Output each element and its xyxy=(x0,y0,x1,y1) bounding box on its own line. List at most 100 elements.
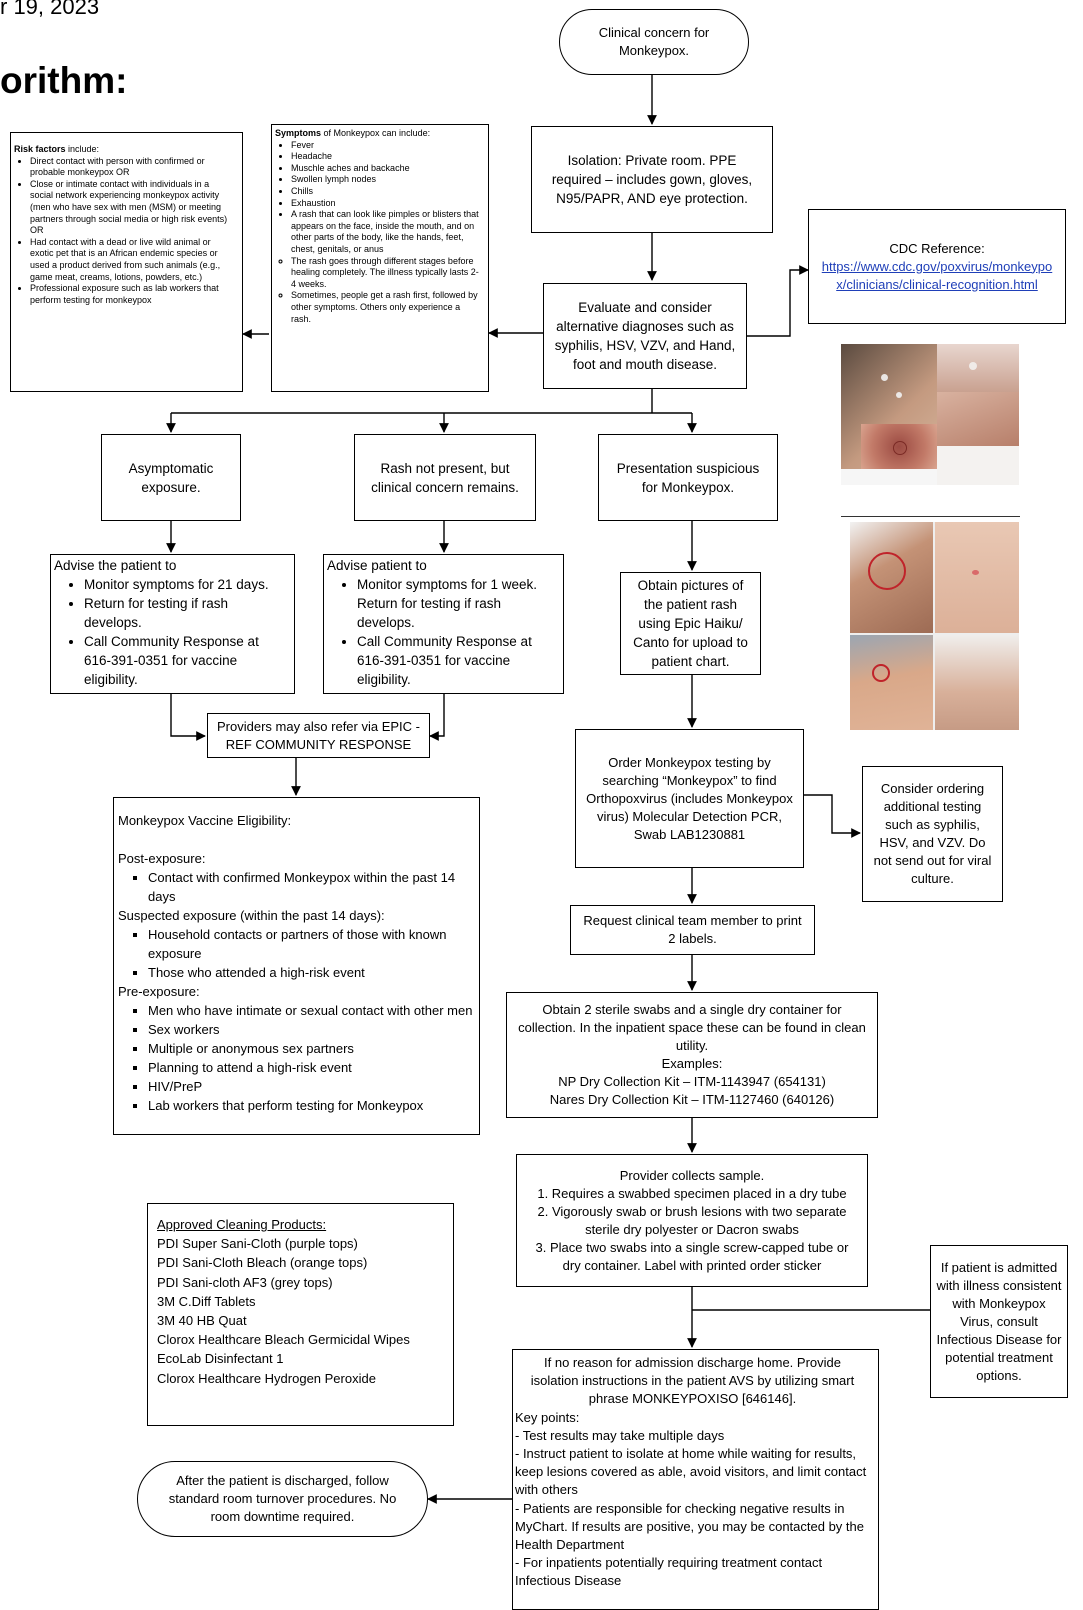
risk-factor-item: Had contact with a dead or live wild ani… xyxy=(30,237,234,283)
collect-sample-line: 3. Place two swabs into a single screw-c… xyxy=(535,1239,849,1273)
advise-asymptomatic-item: Monitor symptoms for 21 days. xyxy=(84,575,288,594)
suspicious-presentation-box: Presentation suspicious for Monkeypox. xyxy=(598,434,778,521)
advise-asymptomatic-lead: Advise the patient to xyxy=(54,558,177,573)
vaccine-criterion: Multiple or anonymous sex partners xyxy=(148,1039,473,1058)
admitted-consult-text: If patient is admitted with illness cons… xyxy=(936,1259,1062,1383)
page-title: orithm: xyxy=(0,60,128,101)
symptom-sub-item: The rash goes through different stages b… xyxy=(291,256,482,291)
start-node-clinical-concern: Clinical concern for Monkeypox. xyxy=(559,9,749,75)
room-turnover-text: After the patient is discharged, follow … xyxy=(168,1473,397,1524)
discharge-line: - Test results may take multiple days xyxy=(515,1427,725,1443)
vaccine-criterion: Those who attended a high-risk event xyxy=(148,963,473,982)
collect-sample-line: 1. Requires a swabbed specimen placed in… xyxy=(537,1185,847,1201)
obtain-pictures-text: Obtain pictures of the patient rash usin… xyxy=(633,578,748,669)
photo-divider xyxy=(841,516,1020,517)
vaccine-criterion: Lab workers that perform testing for Mon… xyxy=(148,1096,473,1115)
cleaning-product: 3M C.Diff Tablets xyxy=(157,1293,256,1309)
risk-factor-item: Direct contact with person with confirme… xyxy=(30,156,234,179)
rash-photo-collage-top xyxy=(841,344,1019,485)
collect-sample-line: 2. Vigorously swab or brush lesions with… xyxy=(537,1203,847,1237)
suspicious-presentation-text: Presentation suspicious for Monkeypox. xyxy=(616,460,760,495)
advise-no-rash-box: Advise patient to Monitor symptoms for 1… xyxy=(323,554,564,694)
admitted-consult-box: If patient is admitted with illness cons… xyxy=(930,1245,1068,1398)
discharge-line: Key points: xyxy=(515,1409,580,1425)
refer-community-response-box: Providers may also refer via EPIC - REF … xyxy=(207,713,430,758)
obtain-swabs-line: Obtain 2 sterile swabs and a single dry … xyxy=(518,1002,866,1053)
refer-community-response-text: Providers may also refer via EPIC - REF … xyxy=(216,718,420,752)
vaccine-criterion: Sex workers xyxy=(148,1020,473,1039)
vaccine-criterion: Men who have intimate or sexual contact … xyxy=(148,1001,473,1020)
collect-sample-line: Provider collects sample. xyxy=(619,1167,765,1183)
discharge-line: - For inpatients potentially requiring t… xyxy=(515,1555,823,1589)
header-date: r 19, 2023 xyxy=(0,0,100,19)
room-turnover-node: After the patient is discharged, follow … xyxy=(137,1461,428,1537)
discharge-line: - Instruct patient to isolate at home wh… xyxy=(515,1446,867,1498)
obtain-swabs-line: Examples: xyxy=(661,1056,723,1071)
symptom-item: Headache xyxy=(291,151,482,163)
cleaning-product: EcoLab Disinfectant 1 xyxy=(157,1351,284,1367)
cleaning-product: PDI Sani-Cloth Bleach (orange tops) xyxy=(157,1255,368,1271)
vaccine-criterion: Planning to attend a high-risk event xyxy=(148,1058,473,1077)
cleaning-product: Clorox Healthcare Hydrogen Peroxide xyxy=(157,1370,376,1386)
symptom-item: Fever xyxy=(291,140,482,152)
isolation-box: Isolation: Private room. PPE required – … xyxy=(531,126,773,233)
symptoms-heading-rest: of Monkeypox can include: xyxy=(321,128,431,138)
asymptomatic-exposure-box: Asymptomatic exposure. xyxy=(101,434,241,521)
symptoms-heading-bold: Symptoms xyxy=(275,128,322,138)
start-node-text: Clinical concern for Monkeypox. xyxy=(598,25,710,58)
asymptomatic-exposure-text: Asymptomatic exposure. xyxy=(128,460,214,495)
order-testing-text: Order Monkeypox testing by searching “Mo… xyxy=(586,754,793,842)
symptoms-box: Symptoms of Monkeypox can include: Fever… xyxy=(271,124,489,392)
order-testing-box: Order Monkeypox testing by searching “Mo… xyxy=(575,729,804,868)
cleaning-product: 3M 40 HB Quat xyxy=(157,1313,247,1329)
consider-additional-testing-text: Consider ordering additional testing suc… xyxy=(873,781,992,886)
vaccine-pre-exposure-label: Pre-exposure: xyxy=(118,984,200,999)
vaccine-suspected-label: Suspected exposure (within the past 14 d… xyxy=(118,908,385,923)
symptom-item: Swollen lymph nodes xyxy=(291,174,482,186)
cleaning-product: Clorox Healthcare Bleach Germicidal Wipe… xyxy=(157,1332,410,1348)
risk-factor-item: Professional exposure such as lab worker… xyxy=(30,283,234,306)
vaccine-criterion: Household contacts or partners of those … xyxy=(148,925,473,963)
vaccine-post-exposure-label: Post-exposure: xyxy=(118,851,206,866)
print-labels-box: Request clinical team member to print 2 … xyxy=(570,905,815,955)
symptom-item: A rash that can look like pimples or bli… xyxy=(291,209,482,255)
advise-asymptomatic-item: Call Community Response at 616-391-0351 … xyxy=(84,632,288,689)
vaccine-criterion: HIV/PreP xyxy=(148,1077,473,1096)
evaluate-box: Evaluate and consider alternative diagno… xyxy=(543,283,747,389)
vaccine-eligibility-title: Monkeypox Vaccine Eligibility: xyxy=(118,813,292,828)
advise-asymptomatic-box: Advise the patient to Monitor symptoms f… xyxy=(50,554,295,694)
risk-factors-heading-bold: Risk factors xyxy=(14,144,66,154)
obtain-swabs-line: Nares Dry Collection Kit – ITM-1127460 (… xyxy=(549,1092,835,1107)
cleaning-product: PDI Super Sani-Cloth (purple tops) xyxy=(157,1236,358,1252)
isolation-text: Isolation: Private room. PPE required – … xyxy=(551,153,753,206)
discharge-instructions-box: If no reason for admission discharge hom… xyxy=(512,1349,879,1610)
cleaning-products-box: Approved Cleaning Products: PDI Super Sa… xyxy=(147,1203,454,1426)
print-labels-text: Request clinical team member to print 2 … xyxy=(583,913,802,946)
risk-factor-item: Close or intimate contact with individua… xyxy=(30,179,234,237)
consider-additional-testing-box: Consider ordering additional testing suc… xyxy=(862,766,1003,902)
cleaning-products-title: Approved Cleaning Products: xyxy=(157,1217,327,1232)
evaluate-text: Evaluate and consider alternative diagno… xyxy=(554,300,736,372)
risk-factors-heading: Risk factors include: xyxy=(14,144,234,156)
no-rash-concern-box: Rash not present, but clinical concern r… xyxy=(354,434,536,521)
discharge-line: - Patients are responsible for checking … xyxy=(515,1500,864,1553)
advise-asymptomatic-item: Return for testing if rash develops. xyxy=(84,594,288,632)
obtain-swabs-box: Obtain 2 sterile swabs and a single dry … xyxy=(506,992,878,1118)
rash-photo-collage-bottom xyxy=(850,522,1019,730)
advise-no-rash-lead: Advise patient to xyxy=(327,558,427,573)
cdc-reference-box: CDC Reference: https://www.cdc.gov/poxvi… xyxy=(808,209,1066,324)
symptom-item: Exhaustion xyxy=(291,198,482,210)
discharge-intro: If no reason for admission discharge hom… xyxy=(530,1355,855,1407)
cdc-reference-link[interactable]: https://www.cdc.gov/poxvirus/monkeypox/c… xyxy=(821,258,1053,292)
cdc-reference-label: CDC Reference: xyxy=(889,240,985,256)
vaccine-eligibility-box: Monkeypox Vaccine Eligibility: Post-expo… xyxy=(113,797,480,1135)
symptom-item: Muschle aches and backache xyxy=(291,163,482,175)
risk-factors-box: Risk factors include: Direct contact wit… xyxy=(10,132,243,392)
collect-sample-box: Provider collects sample. 1. Requires a … xyxy=(516,1154,868,1287)
obtain-pictures-box: Obtain pictures of the patient rash usin… xyxy=(620,572,761,675)
obtain-swabs-line: NP Dry Collection Kit – ITM-1143947 (654… xyxy=(558,1074,826,1089)
symptom-item: Chills xyxy=(291,186,482,198)
vaccine-criterion: Contact with confirmed Monkeypox within … xyxy=(148,868,473,906)
risk-factors-heading-rest: include: xyxy=(65,144,100,154)
